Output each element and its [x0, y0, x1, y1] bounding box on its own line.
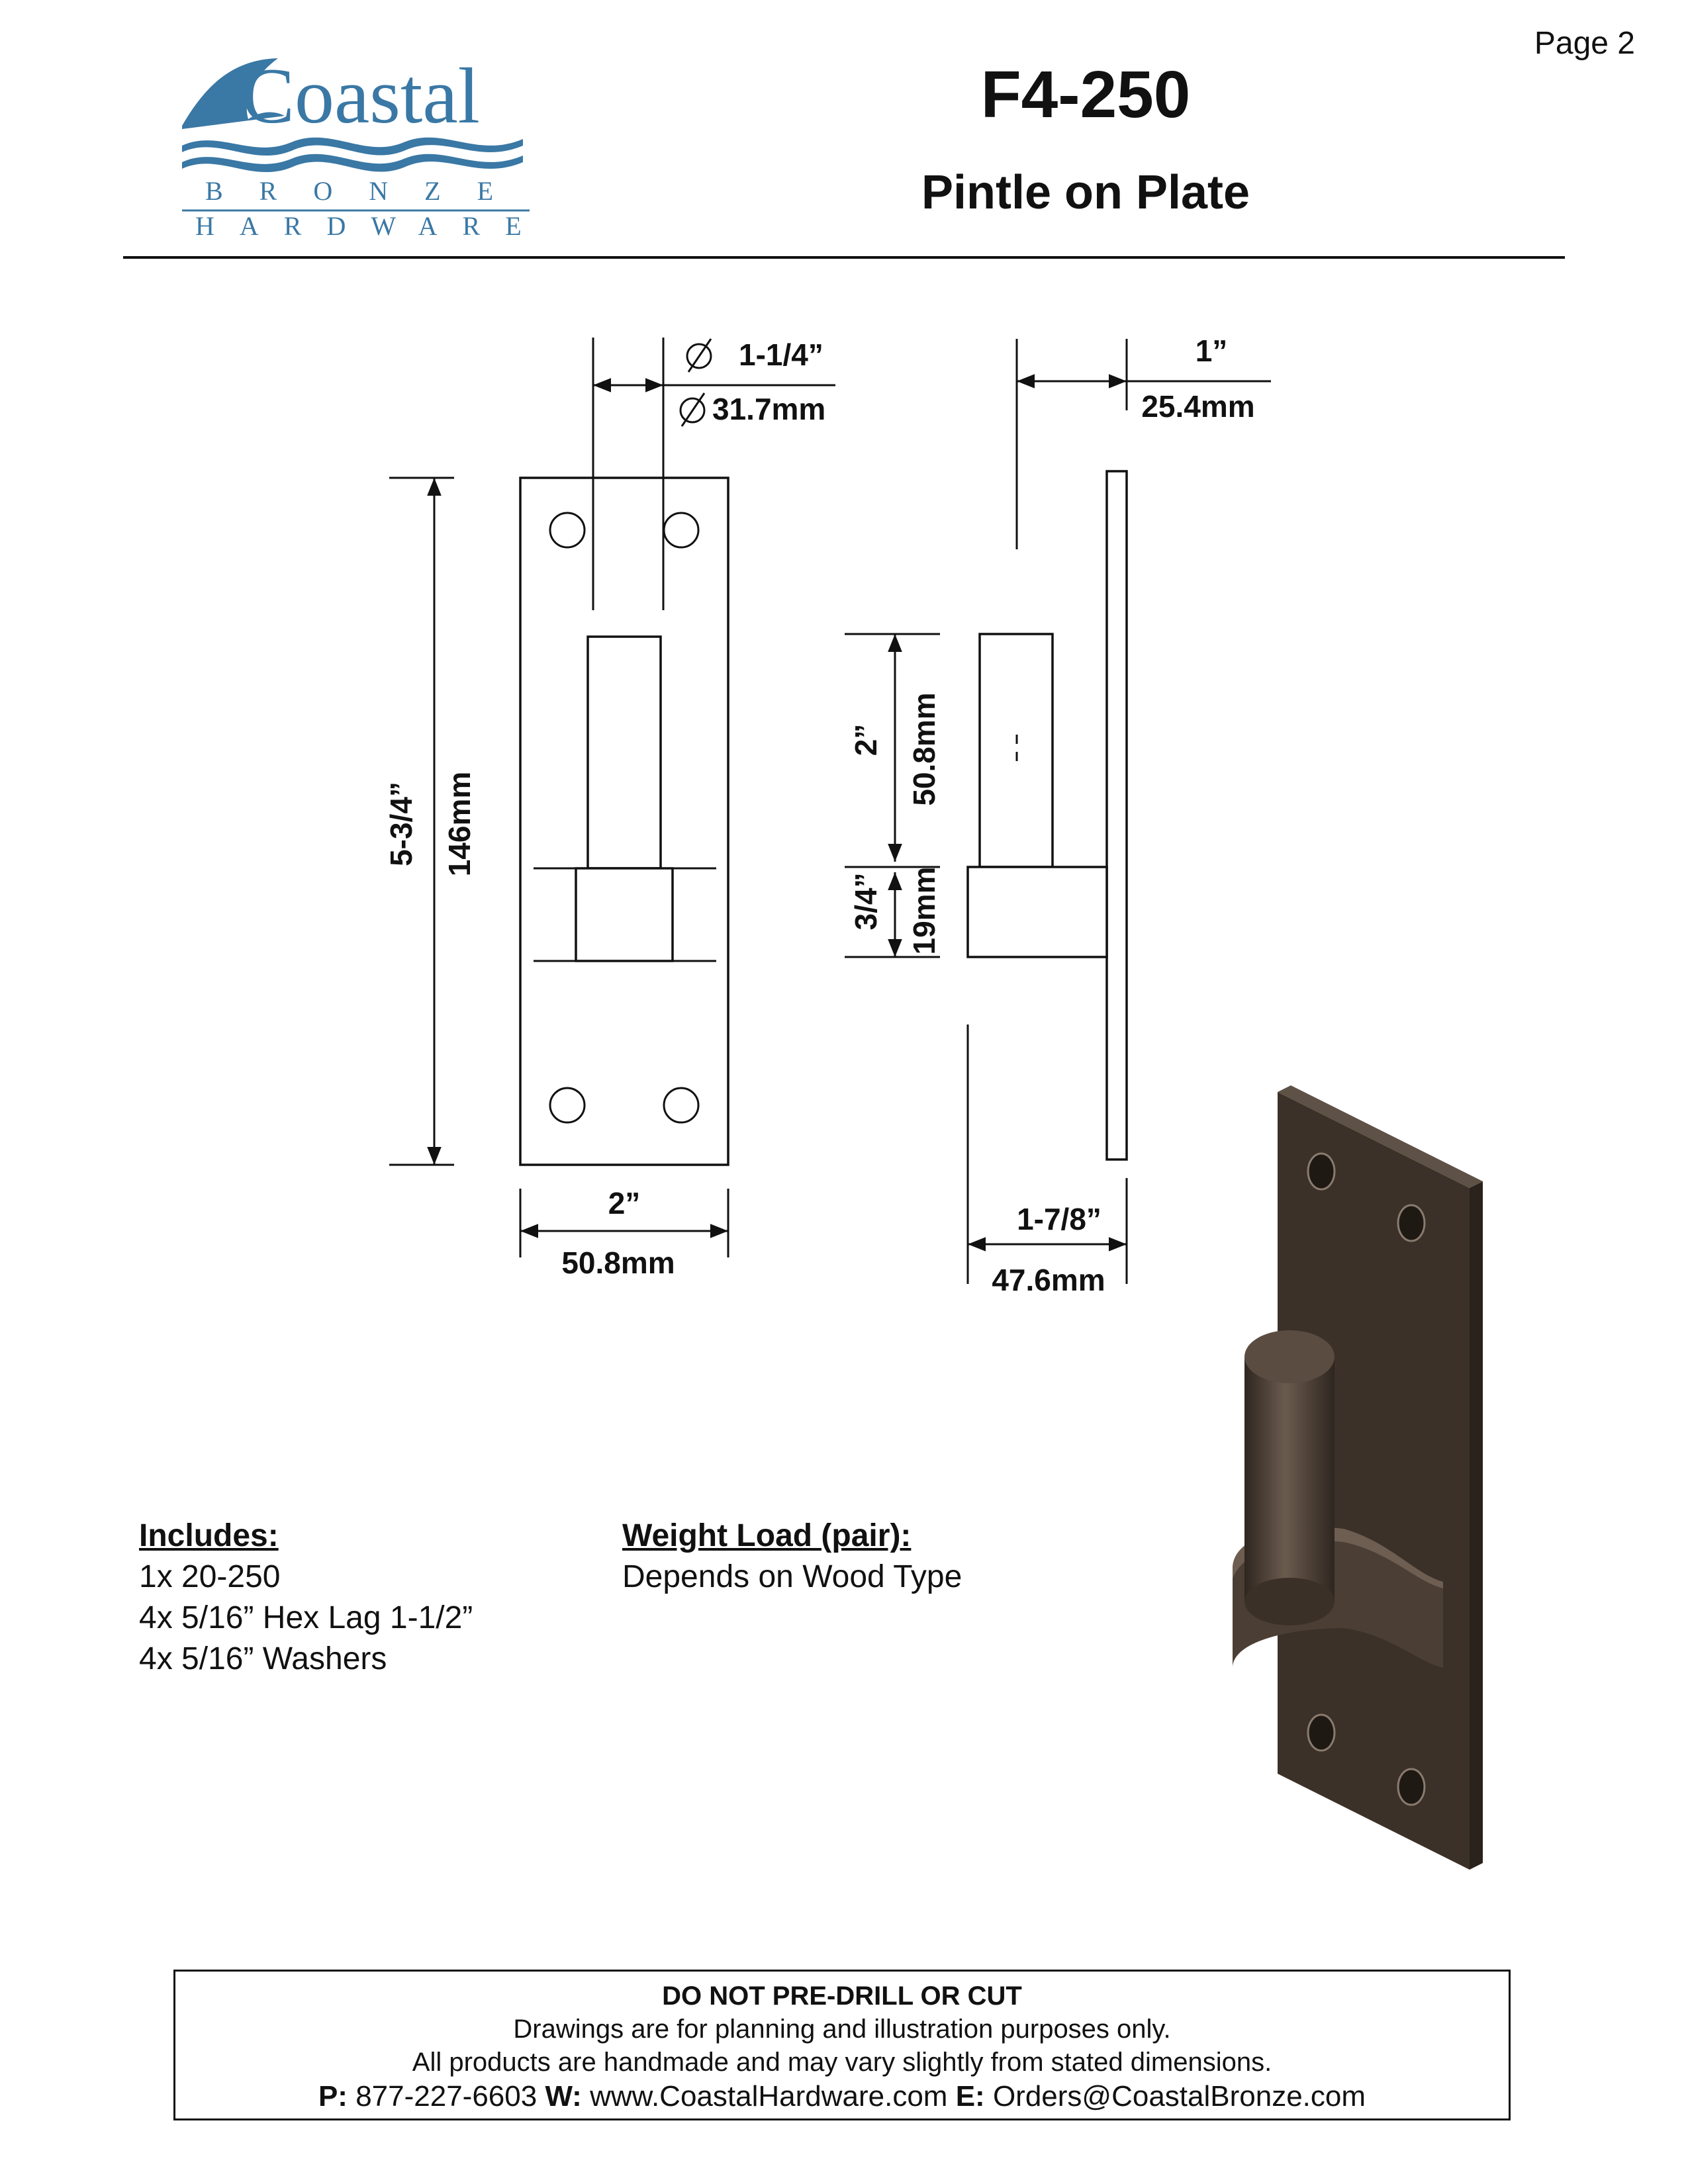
- side-collar-outline: [966, 866, 1108, 958]
- side-view: [845, 339, 1271, 1284]
- contact-line: P: 877-227-6603 W: www.CoastalHardware.c…: [175, 2080, 1509, 2113]
- pin-length-mm: 50.8mm: [907, 692, 941, 805]
- phone-label: P:: [318, 2080, 348, 2113]
- logo-name: Coastal: [242, 52, 480, 140]
- disclaimer-line: Drawings are for planning and illustrati…: [513, 2015, 1171, 2044]
- weight-load-value: Depends on Wood Type: [622, 1559, 962, 1594]
- front-collar-outline: [575, 867, 674, 962]
- diameter-icon: [679, 338, 712, 427]
- plate-height-mm: 146mm: [442, 772, 477, 877]
- screw-hole: [663, 1087, 700, 1124]
- includes-section: Includes: 1x 20-250 4x 5/16” Hex Lag 1-1…: [139, 1516, 473, 1680]
- web-label: W:: [545, 2080, 582, 2113]
- collar-height-mm: 19mm: [907, 867, 941, 955]
- disclaimer-title: DO NOT PRE-DRILL OR CUT: [662, 1981, 1022, 2011]
- side-plate-outline: [1105, 470, 1128, 1161]
- includes-title: Includes:: [139, 1518, 279, 1553]
- pintle-render: [1233, 1085, 1483, 1870]
- disclaimer-box: DO NOT PRE-DRILL OR CUT Drawings are for…: [173, 1970, 1511, 2120]
- product-code: F4-250: [980, 58, 1191, 132]
- logo-bronze: BRONZE: [205, 176, 530, 206]
- weight-load-title: Weight Load (pair):: [622, 1518, 912, 1553]
- plate-width-in: 2”: [608, 1186, 641, 1220]
- header-divider: [123, 256, 1565, 259]
- plate-height-in: 5-3/4”: [384, 782, 418, 866]
- list-item: 4x 5/16” Hex Lag 1-1/2”: [139, 1600, 473, 1635]
- offset-mm: 25.4mm: [1141, 389, 1254, 424]
- page-number: Page 2: [1534, 26, 1635, 61]
- depth-mm: 47.6mm: [992, 1263, 1105, 1297]
- email-label: E:: [955, 2080, 985, 2113]
- pin-diameter-mm: 31.7mm: [712, 392, 825, 426]
- website-link[interactable]: www.CoastalHardware.com: [590, 2080, 948, 2113]
- screw-hole: [549, 512, 586, 549]
- pin-diameter-in: 1-1/4”: [739, 338, 823, 372]
- offset-in: 1”: [1196, 334, 1228, 368]
- product-name: Pintle on Plate: [921, 166, 1250, 219]
- coastal-bronze-logo: Coastal BRONZE HARDWARE: [182, 52, 547, 238]
- disclaimer-line: All products are handmade and may vary s…: [412, 2048, 1272, 2077]
- list-item: 1x 20-250: [139, 1559, 281, 1594]
- logo-wave-icon: [182, 58, 285, 129]
- list-item: 4x 5/16” Washers: [139, 1641, 387, 1676]
- collar-height-in: 3/4”: [849, 873, 883, 931]
- plate-width-mm: 50.8mm: [561, 1246, 675, 1280]
- depth-in: 1-7/8”: [1017, 1202, 1102, 1236]
- screw-hole: [549, 1087, 586, 1124]
- phone-number: 877-227-6603: [355, 2080, 538, 2113]
- side-pin-outline: [978, 633, 1054, 868]
- email-link[interactable]: Orders@CoastalBronze.com: [992, 2080, 1366, 2113]
- pin-length-in: 2”: [849, 724, 883, 756]
- front-pin-outline: [586, 635, 662, 870]
- front-view: [389, 338, 835, 1257]
- logo-hardware: HARDWARE: [195, 211, 547, 238]
- weight-load-section: Weight Load (pair): Depends on Wood Type: [622, 1516, 962, 1598]
